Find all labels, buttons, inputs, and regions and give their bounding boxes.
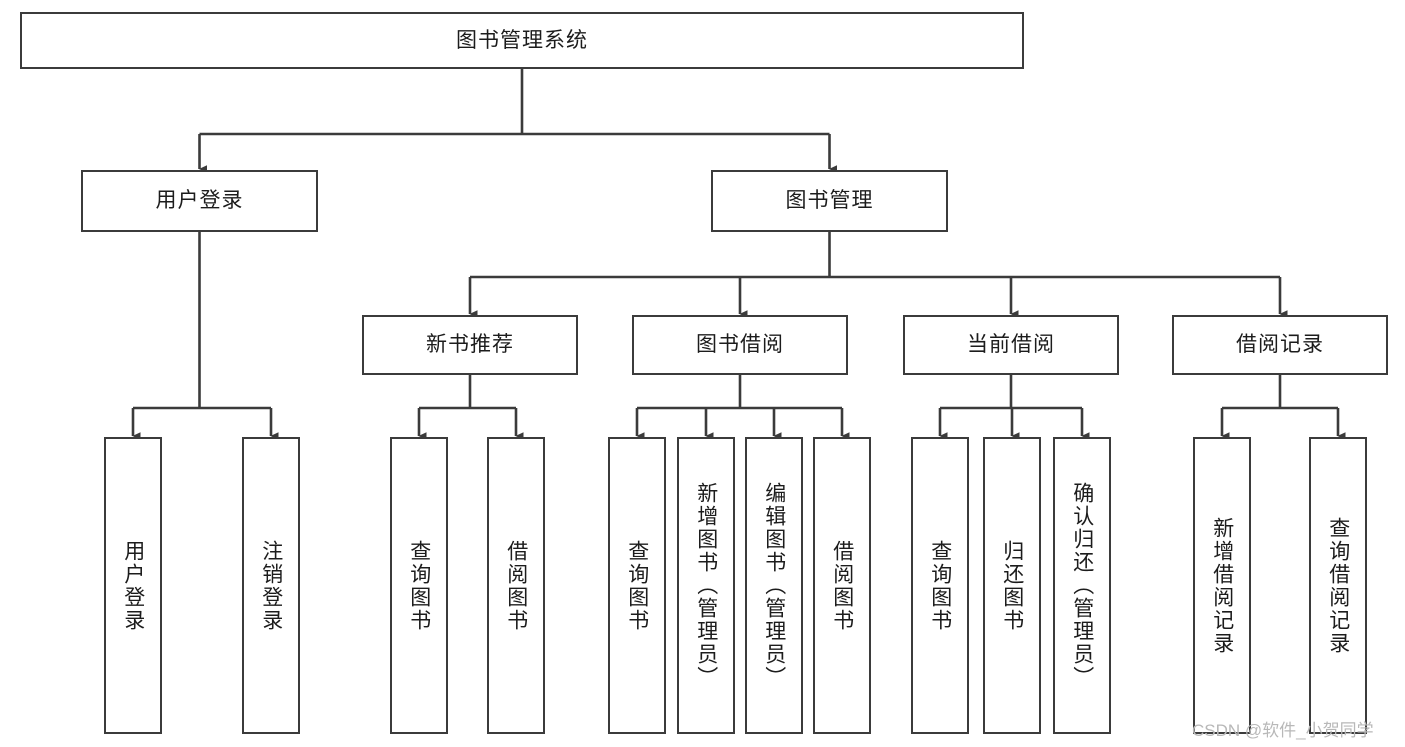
node-label: 新增借阅记录 (1210, 516, 1234, 655)
node-l3-new-book-rec[interactable]: 新书推荐 (362, 315, 578, 375)
node-leaf-borrow-book-1[interactable]: 借阅图书 (487, 437, 545, 734)
node-l2-user-login[interactable]: 用户登录 (81, 170, 318, 232)
node-leaf-query-book-2[interactable]: 查询图书 (608, 437, 666, 734)
edge-paths (131, 69, 1346, 440)
node-label: 查询图书 (407, 539, 431, 632)
node-label: 当前借阅 (967, 333, 1055, 357)
watermark-text: CSDN @软件_小贺同学 (1192, 721, 1374, 740)
node-l3-book-borrow[interactable]: 图书借阅 (632, 315, 848, 375)
node-label: 注销登录 (259, 539, 283, 632)
node-label: 用户登录 (155, 189, 244, 213)
node-root[interactable]: 图书管理系统 (20, 12, 1024, 69)
node-label: 查询借阅记录 (1326, 516, 1350, 655)
node-label: 借阅图书 (504, 539, 528, 632)
node-label: 用户登录 (121, 539, 145, 632)
node-leaf-confirm-return[interactable]: 确认归还（管理员） (1053, 437, 1111, 734)
node-leaf-add-record[interactable]: 新增借阅记录 (1193, 437, 1251, 734)
node-label: 确认归还（管理员） (1070, 482, 1094, 689)
node-label: 编辑图书（管理员） (762, 482, 786, 689)
node-l2-book-admin[interactable]: 图书管理 (711, 170, 948, 232)
node-label: 查询图书 (625, 539, 649, 632)
node-label: 新书推荐 (426, 333, 514, 357)
node-label: 借阅记录 (1236, 333, 1324, 357)
node-leaf-return-book[interactable]: 归还图书 (983, 437, 1041, 734)
node-label: 图书管理 (785, 189, 874, 213)
node-label: 归还图书 (1000, 539, 1024, 632)
node-leaf-borrow-book-2[interactable]: 借阅图书 (813, 437, 871, 734)
node-leaf-edit-book[interactable]: 编辑图书（管理员） (745, 437, 803, 734)
node-label: 图书管理系统 (456, 28, 588, 52)
node-label: 借阅图书 (830, 539, 854, 632)
node-leaf-query-record[interactable]: 查询借阅记录 (1309, 437, 1367, 734)
node-l3-borrow-record[interactable]: 借阅记录 (1172, 315, 1388, 375)
node-leaf-logout[interactable]: 注销登录 (242, 437, 300, 734)
node-label: 图书借阅 (696, 333, 784, 357)
node-label: 新增图书（管理员） (694, 482, 718, 689)
node-label: 查询图书 (928, 539, 952, 632)
node-leaf-query-book-3[interactable]: 查询图书 (911, 437, 969, 734)
node-l3-current-borrow[interactable]: 当前借阅 (903, 315, 1119, 375)
node-leaf-user-login[interactable]: 用户登录 (104, 437, 162, 734)
node-leaf-add-book[interactable]: 新增图书（管理员） (677, 437, 735, 734)
node-leaf-query-book-1[interactable]: 查询图书 (390, 437, 448, 734)
